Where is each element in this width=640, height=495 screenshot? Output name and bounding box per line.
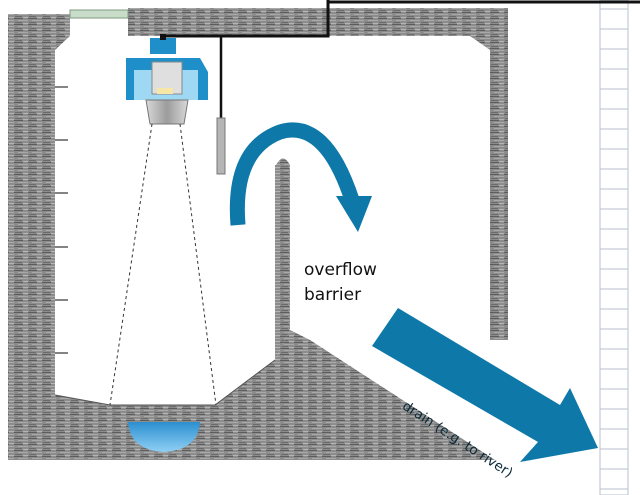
left-wall	[8, 14, 110, 460]
staff-gauge	[599, 0, 629, 495]
straight-arrow-icon	[372, 308, 598, 462]
overflow-barrier-label: overflow barrier	[304, 258, 377, 308]
curved-arrow-icon	[229, 122, 372, 232]
radar-beam	[109, 123, 217, 406]
overflow-barrier	[275, 158, 290, 360]
sensor-cable	[163, 0, 330, 38]
concrete-structure	[8, 8, 508, 460]
overflow-label-line2: barrier	[304, 285, 362, 305]
level-probe	[216, 117, 226, 175]
radar-level-sensor-icon	[126, 34, 208, 125]
access-hatch	[69, 9, 129, 19]
wall-level-ticks	[55, 86, 68, 354]
water-surface	[128, 422, 200, 452]
overflow-label-line1: overflow	[304, 260, 377, 280]
